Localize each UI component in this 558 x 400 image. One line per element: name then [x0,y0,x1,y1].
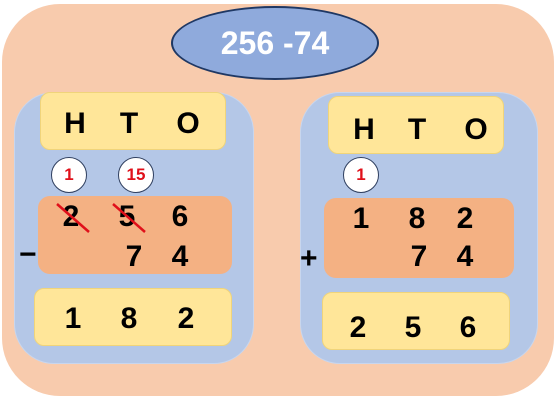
carry-mark-hundreds: 1 [343,157,379,193]
minus-sign: − [19,238,37,271]
subtraction-result-tens: 8 [120,302,138,335]
addition-bottom-ones: 4 [456,240,474,273]
subtraction-bottom-ones: 4 [171,240,189,273]
addition-top-ones: 2 [456,202,474,235]
addition-header-t: T [407,113,427,146]
addition-work-box [324,198,514,278]
addition-result-hundreds: 2 [349,311,367,344]
subtraction-header-h: H [64,107,86,140]
subtraction-work-box [38,196,232,274]
problem-title: 256 -74 [171,6,379,80]
subtraction-top-ones: 6 [171,200,189,233]
plus-sign: + [300,242,318,275]
strike-hundreds [56,203,90,233]
subtraction-bottom-tens: 7 [125,240,143,273]
subtraction-header-o: O [176,107,200,140]
subtraction-header-box [40,92,226,150]
addition-top-hundreds: 1 [352,202,370,235]
addition-header-o: O [464,113,488,146]
subtraction-header-t: T [119,107,139,140]
addition-result-box [322,292,510,350]
addition-result-ones: 6 [459,311,477,344]
subtraction-result-ones: 2 [177,302,195,335]
addition-top-tens: 8 [408,202,426,235]
borrow-mark-tens: 15 [118,157,154,193]
strike-tens [112,203,146,233]
addition-header-h: H [353,113,375,146]
addition-bottom-tens: 7 [410,240,428,273]
subtraction-result-box [34,288,232,346]
addition-result-tens: 5 [404,311,422,344]
borrow-mark-hundreds: 1 [51,157,87,193]
subtraction-result-hundreds: 1 [64,302,82,335]
addition-header-box [328,96,504,154]
